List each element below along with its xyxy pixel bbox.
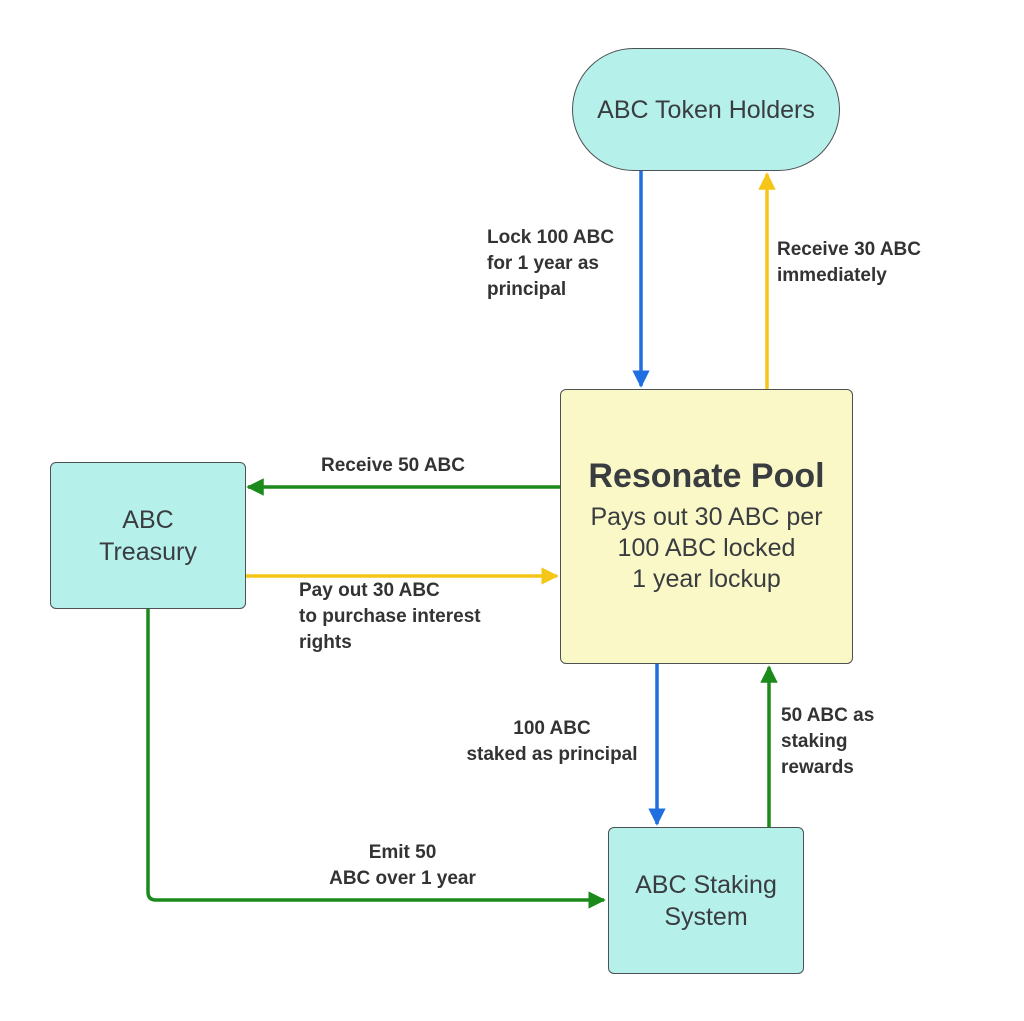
staking-label-line2: System — [664, 902, 748, 931]
rewards-label: 50 ABC as staking rewards — [781, 703, 874, 781]
staking-label-line1: ABC Staking — [635, 870, 777, 899]
treasury-label-line2: Treasury — [99, 537, 197, 566]
rewards-label-line2: staking — [781, 731, 848, 752]
receive-50-label-line1: Receive 50 ABC — [321, 455, 465, 476]
staked-label-line2: staked as principal — [466, 744, 638, 765]
payout-30-label-line2: to purchase interest — [299, 606, 481, 627]
lock-label: Lock 100 ABC for 1 year as principal — [487, 225, 614, 303]
rewards-label-line1: 50 ABC as — [781, 705, 875, 726]
token-holders-node: ABC Token Holders — [572, 48, 840, 171]
receive-30-label-line1: Receive 30 ABC — [777, 239, 921, 260]
payout-30-label-line3: rights — [299, 632, 352, 653]
resonate-pool-line3: 1 year lockup — [632, 565, 781, 593]
payout-30-label-line1: Pay out 30 ABC — [299, 580, 440, 601]
payout-30-label: Pay out 30 ABC to purchase interest righ… — [299, 578, 481, 656]
receive-30-label-line2: immediately — [777, 265, 887, 286]
emit-label-line2: ABC over 1 year — [329, 868, 476, 889]
lock-label-line3: principal — [487, 279, 567, 300]
receive-50-label: Receive 50 ABC — [321, 453, 465, 479]
staking-system-node: ABC Staking System — [608, 827, 804, 974]
rewards-label-line3: rewards — [781, 757, 854, 778]
lock-label-line1: Lock 100 ABC — [487, 227, 615, 248]
treasury-node: ABC Treasury — [50, 462, 246, 609]
staked-label: 100 ABC staked as principal — [452, 716, 652, 768]
receive-30-label: Receive 30 ABC immediately — [777, 237, 921, 289]
resonate-pool-line2: 100 ABC locked — [617, 534, 796, 562]
emit-label: Emit 50 ABC over 1 year — [300, 840, 505, 892]
resonate-pool-title: Resonate Pool — [588, 457, 825, 495]
arrow-emit-50 — [146, 607, 606, 909]
staked-label-line1: 100 ABC — [513, 718, 591, 739]
lock-label-line2: for 1 year as — [487, 253, 599, 274]
resonate-pool-node: Resonate Pool Pays out 30 ABC per 100 AB… — [560, 389, 853, 664]
resonate-pool-line1: Pays out 30 ABC per — [590, 503, 823, 531]
emit-label-line1: Emit 50 — [368, 842, 437, 863]
treasury-label-line1: ABC — [122, 505, 174, 534]
token-holders-label: ABC Token Holders — [597, 95, 815, 124]
